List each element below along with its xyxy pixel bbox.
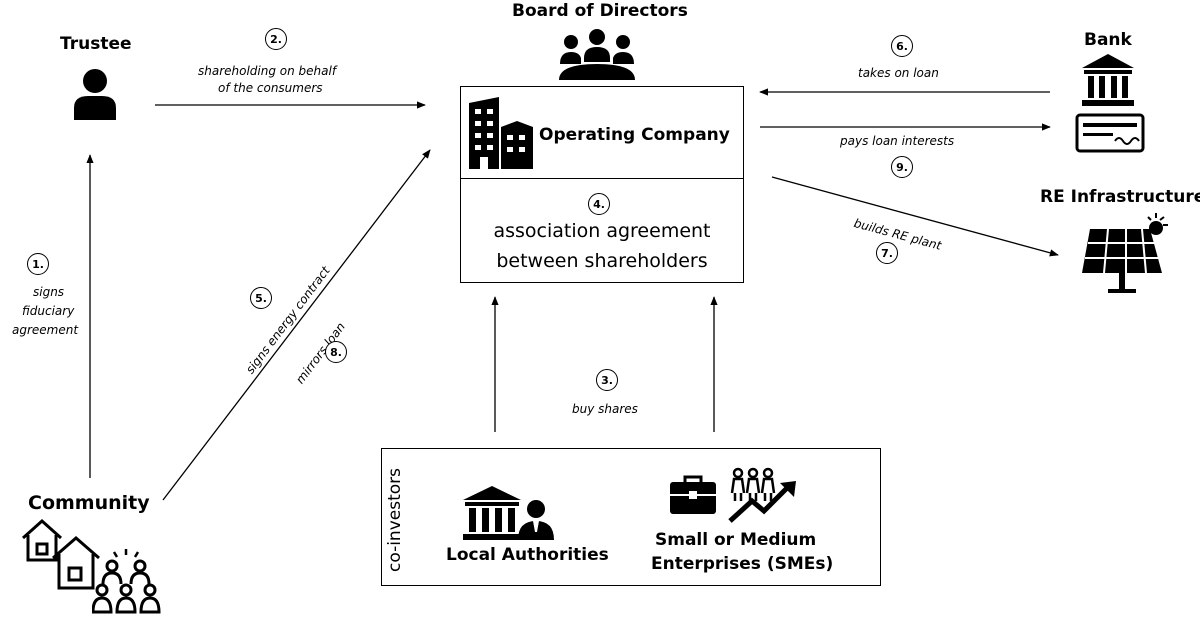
step-1-label-line1: signs bbox=[33, 285, 65, 299]
local-authorities-label: Local Authorities bbox=[446, 545, 609, 565]
step-1-badge: 1. bbox=[27, 253, 49, 275]
step-9-badge: 9. bbox=[891, 156, 913, 178]
step-4-badge: 4. bbox=[588, 193, 610, 215]
association-agreement-line1: association agreement bbox=[493, 220, 711, 242]
step-1-label-line2: fiduciary bbox=[22, 304, 75, 318]
association-agreement-line2: between shareholders bbox=[496, 250, 708, 272]
step-2-label-line2: of the consumers bbox=[218, 81, 323, 95]
step-6-label: takes on loan bbox=[858, 66, 939, 80]
cheque-icon bbox=[1075, 113, 1145, 153]
operating-company-label: Operating Company bbox=[539, 125, 730, 145]
step-2-label-line1: shareholding on behalf bbox=[198, 64, 337, 78]
step-5-badge: 5. bbox=[250, 287, 272, 309]
step-3-label: buy shares bbox=[572, 402, 638, 416]
solar-panel-icon bbox=[1082, 213, 1168, 293]
board-label: Board of Directors bbox=[512, 1, 688, 21]
briefcase-icon bbox=[670, 475, 716, 514]
government-building-icon bbox=[463, 486, 521, 540]
step-9-label: pays loan interests bbox=[840, 134, 955, 148]
arrow-community-to-company bbox=[162, 149, 431, 501]
step-3-badge: 3. bbox=[596, 369, 618, 391]
co-investors-box bbox=[381, 448, 881, 586]
official-person-icon bbox=[518, 500, 554, 540]
smes-label-line2: Enterprises (SMEs) bbox=[651, 554, 834, 574]
person-icon bbox=[74, 69, 116, 120]
operating-company-box: Operating Company bbox=[460, 86, 744, 180]
step-7-badge: 7. bbox=[876, 242, 898, 264]
bank-icon bbox=[1082, 54, 1134, 106]
step-2-badge: 2. bbox=[265, 28, 287, 50]
co-investors-label: co-investors bbox=[385, 468, 405, 572]
community-label: Community bbox=[28, 492, 150, 514]
step-1-label-line3: agreement bbox=[12, 323, 79, 337]
trustee-label: Trustee bbox=[60, 34, 132, 54]
re-infrastructure-label: RE Infrastructure bbox=[1040, 187, 1200, 207]
step-8-badge: 8. bbox=[325, 341, 347, 363]
step-6-badge: 6. bbox=[891, 35, 913, 57]
board-meeting-icon bbox=[559, 29, 635, 80]
growth-team-icon bbox=[728, 467, 796, 523]
association-agreement-box: association agreement between shareholde… bbox=[460, 178, 744, 283]
smes-label-line1: Small or Medium bbox=[655, 530, 817, 550]
houses-icon bbox=[21, 518, 100, 590]
arrow-company-to-re bbox=[771, 176, 1059, 257]
crowd-icon bbox=[92, 549, 161, 614]
bank-label: Bank bbox=[1084, 30, 1132, 50]
office-building-icon bbox=[469, 97, 533, 169]
